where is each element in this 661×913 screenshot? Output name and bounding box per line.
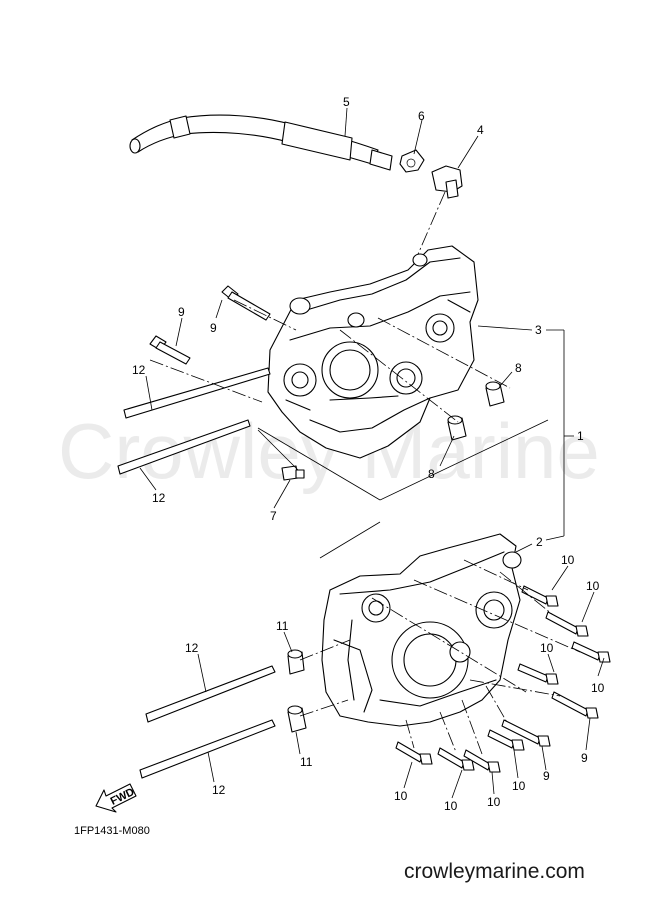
callout-12-b: 12 [152,491,166,505]
hose-clip [399,149,425,173]
callout-9-c: 9 [581,751,588,765]
breather-joint [431,165,463,199]
bolt-bottom-1 [395,741,433,765]
callout-12-a: 12 [132,363,146,377]
diagram-code: 1FP1431-M080 [74,825,150,837]
stud-lower-1 [145,665,276,723]
bolt-bottom-2 [437,747,475,771]
callout-10-b: 10 [586,579,600,593]
bolt-right-9b [501,719,551,747]
callout-2: 2 [536,535,543,549]
fwd-label: FWD [109,786,137,808]
bolt-right-5 [487,729,525,751]
stud-upper-2 [117,419,251,475]
callout-10-f: 10 [394,789,408,803]
stud-upper-1 [123,367,271,419]
callout-7: 7 [270,509,277,523]
callout-10-h: 10 [487,795,501,809]
callout-3: 3 [535,323,542,337]
callout-12-d: 12 [212,783,226,797]
callout-10-c: 10 [540,641,554,655]
footer-site-url: crowleymarine.com [404,860,585,883]
callout-10-a: 10 [561,553,575,567]
bolt-right-2 [545,611,589,637]
callout-1: 1 [577,429,584,443]
bolt-right-3 [571,641,611,663]
crankcase-right [321,533,522,727]
callout-9-b: 9 [178,305,185,319]
callout-9-d: 9 [543,769,550,783]
bolt-right-9a [551,691,599,719]
callout-5: 5 [343,95,350,109]
breather-hose [129,114,393,171]
callout-10-e: 10 [512,779,526,793]
dowel-pin-1 [485,381,505,407]
assembly-bracket [477,325,574,541]
bolt-upper-1 [221,285,271,321]
callout-8-a: 8 [515,361,522,375]
crankcase-left [267,245,479,459]
callout-10-d: 10 [591,681,605,695]
callout-6: 6 [418,109,425,123]
callout-8-b: 8 [428,467,435,481]
dowel-pin-4 [287,705,307,733]
fwd-arrow: FWD [95,783,137,813]
callout-11-a: 11 [276,619,289,633]
callout-9-a: 9 [210,321,217,335]
callout-10-g: 10 [444,799,458,813]
dowel-pin-2 [447,415,467,441]
bolt-bottom-3 [463,749,501,773]
dowel-pin-3 [287,649,305,675]
stud-lower-2 [139,719,276,779]
plug-part-7 [281,465,305,481]
bolt-right-4 [517,663,559,685]
callout-12-c: 12 [185,641,199,655]
bolt-upper-2 [149,335,191,365]
callout-11-b: 11 [300,755,313,769]
callout-4: 4 [477,123,484,137]
